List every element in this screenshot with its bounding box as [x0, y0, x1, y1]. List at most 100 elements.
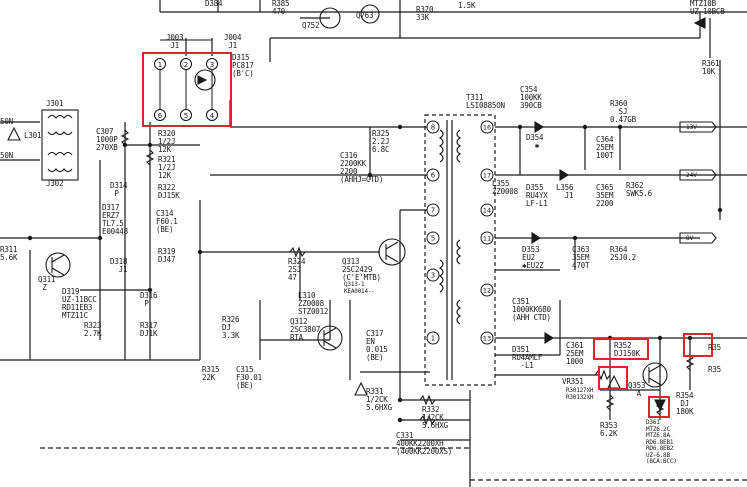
- label-q313-1: Q313-1 KEA0014--: [344, 281, 375, 295]
- transformer-pin-left-7: [426, 203, 440, 217]
- arrow-tag-label: 13V: [686, 124, 697, 131]
- transformer-pin-left-6: [426, 168, 440, 182]
- label-r352: R352 DJ150K: [614, 341, 640, 358]
- label-mtz10b: MTZ10B UZ-10BCB: [690, 0, 725, 16]
- label-d316: D316 P: [140, 291, 158, 308]
- label-vr351-detail: R30127XH R30132XH: [566, 387, 594, 401]
- label-j004: J004 J1: [224, 33, 242, 50]
- label-d354: D354 ✱: [526, 133, 544, 150]
- highlight-vr351: [598, 366, 628, 390]
- transformer-pin-right-17: [480, 168, 494, 182]
- transformer-pin-right-12: [480, 283, 494, 297]
- transformer-pin-right-label: 17: [483, 172, 491, 180]
- arrow-tag-label: 24V: [686, 172, 697, 179]
- label-r324: R324 2SJ 47: [288, 257, 306, 282]
- transformer-pin-right-13: [480, 331, 494, 345]
- transformer-pin-right-label: 11: [483, 235, 491, 243]
- opto-pin-1: 1: [154, 58, 166, 70]
- transformer-pin-left-8: [426, 120, 440, 134]
- label-c363: C363 35EM 470T: [572, 245, 590, 270]
- label-r322: R322 DJ15K: [158, 183, 180, 200]
- transformer-pin-right-label: 14: [483, 207, 491, 215]
- label-d355: D355 RU4YX LF-L1: [526, 183, 548, 208]
- label-r325: R325 2.2J 6.8C: [372, 129, 390, 154]
- label-d351: D351 RU4AMLF -L1: [512, 345, 543, 370]
- transformer-pin-right-label: 16: [483, 124, 491, 132]
- transformer-pin-left-label: 8: [431, 124, 435, 132]
- label-c315: C315 F30.01 (BE): [236, 365, 262, 390]
- label-r331: R331 1/2CK 5.6HXG: [366, 387, 392, 412]
- label-c351: C351 1000KK680 (AHH CTD): [512, 297, 551, 322]
- label-r323: R323 2.7K: [84, 321, 102, 338]
- label-c354: C354 100KK 390CB: [520, 85, 542, 110]
- transformer-pin-left-label: 6: [431, 172, 436, 180]
- label-j302: J302: [46, 179, 64, 188]
- label-d318: D318 J1: [110, 257, 128, 274]
- label-r315: R315 22K: [202, 365, 220, 382]
- label-r360: R360 SJ 0.47GB: [610, 99, 636, 124]
- label-c316: C316 2200KK 2200 (AHHJ=CTD): [340, 151, 384, 184]
- label-50n-a: 50N: [0, 117, 13, 126]
- label-r364: R364 2SJ0.2: [610, 245, 636, 262]
- label-q312: Q312 2SC3807 RTA: [290, 317, 321, 342]
- label-r326: R326 DJ 3.3K: [222, 315, 240, 340]
- label-c364: C364 25EM 100T: [596, 135, 614, 160]
- label-r35x: R35: [708, 343, 721, 352]
- label-r-1k5: 1.5K: [458, 1, 476, 10]
- label-d361: D361 MTZ6.2C MTZ6.8A RD6.8EB1 RD6.8EB2 U…: [646, 419, 677, 465]
- label-q313: Q313 2SC2429 (C'E'MTB): [342, 257, 381, 282]
- transformer-pin-right-label: 12: [483, 287, 491, 295]
- label-c331: C331 400KK2200XH (400KK2200XS): [396, 431, 453, 456]
- highlight-r352: [593, 338, 649, 360]
- transformer-pin-left-label: 5: [431, 235, 435, 243]
- label-q763: Q763: [356, 11, 374, 20]
- label-l356: L356 J1: [556, 183, 574, 200]
- opto-pin-3: 3: [206, 58, 218, 70]
- label-l301: L301: [24, 131, 42, 140]
- transformer-pin-left-1: [426, 331, 440, 345]
- label-r385: R385 470: [272, 0, 290, 16]
- transformer-pin-left-label: 7: [431, 207, 435, 215]
- label-50n-b: 50N: [0, 151, 13, 160]
- opto-pin-5: 5: [180, 109, 192, 121]
- label-j301: J301: [46, 99, 64, 108]
- highlight-d361: [648, 396, 670, 418]
- transformer-pin-right-14: [480, 203, 494, 217]
- transformer-pin-left-label: 1: [431, 335, 435, 343]
- label-d317: D317 ERZ7 TL7.5 E00448: [102, 203, 128, 236]
- label-r320: R320 1/2J 12K: [158, 129, 176, 154]
- label-r319: R319 DJ47: [158, 247, 176, 264]
- opto-pin-6: 6: [154, 109, 166, 121]
- label-l355: L355 ZZ0008: [492, 179, 518, 196]
- opto-pin-2: 2: [180, 58, 192, 70]
- transformer-pin-right-label: 13: [483, 335, 491, 343]
- label-r370: R370 33K: [416, 5, 434, 22]
- label-t311: T311 LSI0885ON: [466, 93, 505, 110]
- label-r317: R317 DJ1K: [140, 321, 158, 338]
- transformer-pin-right-16: [480, 120, 494, 134]
- label-r361: R361 10K: [702, 59, 720, 76]
- label-q353: Q353 A: [628, 381, 646, 398]
- label-r354: R354 DJ 180K: [676, 391, 694, 416]
- highlight-r35x: [683, 333, 713, 357]
- label-d353: D353 EU2 ✱EU2Z: [522, 245, 544, 270]
- highlight-optocoupler: [142, 52, 232, 127]
- label-d319: D319 UZ-11BCC RD11EB3 MTZ11C: [62, 287, 97, 320]
- label-c317: C317 EN 0.015 (BE): [366, 329, 388, 362]
- transformer-pin-left-label: 3: [431, 272, 435, 280]
- arrow-tag-label: 8V: [686, 235, 694, 242]
- label-d315: D315 PC817 (B'C): [232, 53, 254, 78]
- label-r321: R321 1/2J 12K: [158, 155, 176, 180]
- transformer-pin-left-5: [426, 231, 440, 245]
- label-d384: D384: [205, 0, 223, 8]
- label-r35x-b: R35: [708, 365, 721, 374]
- label-c314: C314 F60.1 (BE): [156, 209, 178, 234]
- label-q752: Q752: [302, 21, 320, 30]
- label-r311: R311 5.6K: [0, 245, 18, 262]
- label-d314: D314 P: [110, 181, 128, 198]
- label-c365: C365 35EM 2200: [596, 183, 614, 208]
- transformer-pin-right-11: [480, 231, 494, 245]
- label-j003: J003 J1: [166, 33, 184, 50]
